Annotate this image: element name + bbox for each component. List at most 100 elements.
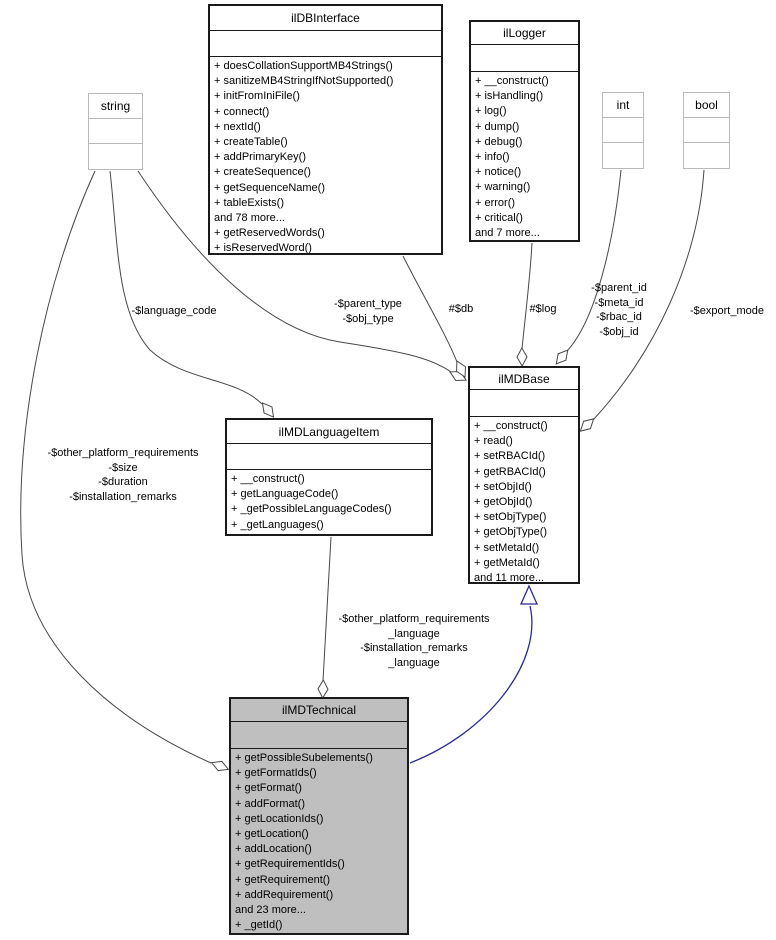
edge-inheritance-ilmdtechnical-ilmdbase [409, 605, 533, 764]
type-title: bool [684, 93, 729, 118]
method-label: + setMetaId() [474, 541, 540, 554]
type-node-int: int [602, 92, 644, 169]
method-label: + _getPossibleLanguageCodes() [231, 503, 392, 516]
class-node-illogger[interactable]: ilLogger + __construct() + isHandling() + … [469, 20, 580, 242]
class-method-list: + getPossibleSubelements() + getFormatIds… [231, 749, 407, 933]
edge-label-db: #$db [448, 303, 474, 315]
method-label: + connect() [214, 105, 270, 118]
method-label: + getRBACId() [474, 465, 546, 478]
method-label: and 11 more... [474, 572, 545, 582]
class-attributes-empty [470, 390, 578, 417]
method-label: + getRequirement() [235, 873, 331, 886]
method-label: + __construct() [231, 473, 305, 485]
method-label: + critical() [475, 211, 523, 224]
class-title: ilMDLanguageItem [227, 420, 431, 444]
method-label: + log() [475, 105, 507, 118]
edge-illogger-ilmdbase [521, 242, 533, 350]
class-title: ilLogger [471, 22, 578, 45]
type-cell-empty [603, 118, 643, 143]
method-label: + createTable() [214, 136, 288, 149]
method-label: + warning() [475, 181, 531, 194]
type-cell-empty [89, 119, 142, 144]
edge-label-language-fields: -$other_platform_requirements _language … [338, 613, 490, 669]
method-label: + getSequenceName() [214, 181, 325, 194]
class-title: ilDBInterface [210, 6, 441, 31]
edge-ilmdlanguageitem-ilmdtechnical [322, 536, 332, 682]
method-label: + __construct() [474, 420, 548, 432]
class-node-ildbinterface[interactable]: ilDBInterface + doesCollationSupportMB4S… [208, 4, 443, 255]
method-label: + isHandling() [475, 90, 544, 103]
edge-label-platform-reqs: -$other_platform_requirements -$size -$d… [47, 447, 199, 503]
method-label: + tableExists() [214, 196, 284, 209]
edge-ildbinterface-ilmdbase [402, 255, 458, 363]
method-label: + getLanguageCode() [231, 488, 339, 501]
method-label: + getLocation() [235, 828, 309, 841]
type-cell-empty [89, 144, 142, 169]
method-label: + sanitizeMB4StringIfNotSupported() [214, 75, 394, 88]
method-label: and 23 more... [235, 904, 306, 917]
class-title: ilMDTechnical [231, 699, 407, 722]
method-label: + debug() [475, 135, 523, 148]
method-label: + getObjId() [474, 496, 533, 509]
method-label: + getRequirementIds() [235, 858, 345, 871]
method-label: + getFormat() [235, 782, 302, 795]
class-method-list: + doesCollationSupportMB4Strings()+ sani… [210, 57, 441, 253]
type-node-bool: bool [683, 92, 730, 169]
method-label: + initFromIniFile() [214, 90, 300, 103]
class-attributes-empty [471, 45, 578, 72]
type-cell-empty [684, 118, 729, 143]
method-label: + setRBACId() [474, 450, 546, 463]
class-node-ilmdlanguageitem[interactable]: ilMDLanguageItem + __construct() + getLan… [225, 418, 433, 536]
method-label: + getReservedWords() [214, 227, 325, 240]
method-label: and 78 more... [214, 212, 285, 225]
type-title: string [89, 94, 142, 119]
aggregation-diamond-icon [555, 349, 569, 365]
class-method-list: + __construct() + getLanguageCode() + _get… [227, 470, 431, 534]
method-label: + getFormatIds() [235, 767, 317, 780]
edge-string-ilmdbase [137, 170, 452, 373]
method-label: + createSequence() [214, 166, 311, 179]
aggregation-diamond-icon [261, 402, 275, 418]
method-label: + getObjType() [474, 526, 548, 539]
method-label: + addFormat() [235, 797, 305, 810]
edge-int-ilmdbase [566, 169, 622, 352]
class-node-ilmdbase[interactable]: ilMDBase + __construct()+ read()+ setRBA… [468, 366, 580, 584]
class-method-list: + __construct()+ read()+ setRBACId()+ ge… [470, 417, 578, 582]
aggregation-diamond-icon [579, 418, 595, 432]
edge-label-log: #$log [529, 303, 557, 315]
aggregation-diamond-icon [456, 360, 466, 378]
method-label: + setObjId() [474, 480, 532, 493]
method-label: + __construct() [475, 75, 549, 87]
edge-string-ilmdlanguageitem [109, 170, 263, 405]
class-title: ilMDBase [470, 368, 578, 390]
edge-label-base-ids: -$parent_id -$meta_id -$rbac_id -$obj_id [591, 282, 647, 338]
class-attributes-empty [227, 444, 431, 470]
method-label: + addPrimaryKey() [214, 151, 307, 164]
aggregation-diamond-icon [516, 346, 528, 368]
edge-string-ilmdtechnical [20, 170, 212, 764]
class-node-ilmdtechnical-current[interactable]: ilMDTechnical + getPossibleSubelements()… [229, 697, 409, 935]
edge-label-parent-obj-type: -$parent_type -$obj_type [334, 298, 402, 325]
method-label: + nextId() [214, 120, 261, 133]
method-label: + dump() [475, 120, 520, 133]
type-cell-empty [684, 143, 729, 168]
method-label: + getPossibleSubelements() [235, 752, 373, 764]
edge-bool-ilmdbase [592, 169, 705, 421]
method-label: + isReservedWord() [214, 242, 312, 253]
class-attributes-empty [231, 722, 407, 749]
type-cell-empty [603, 143, 643, 168]
method-label: + _getId() [235, 919, 283, 932]
method-label: and 7 more... [475, 227, 540, 240]
method-label: + info() [475, 151, 510, 164]
type-node-string: string [88, 93, 143, 170]
aggregation-diamond-icon [317, 678, 329, 700]
type-title: int [603, 93, 643, 118]
method-label: + addRequirement() [235, 888, 334, 901]
method-label: + setObjType() [474, 511, 547, 524]
method-label: + _getLanguages() [231, 518, 324, 531]
method-label: + error() [475, 196, 516, 209]
edge-label-export-mode: -$export_mode [690, 305, 764, 317]
method-label: + addLocation() [235, 843, 312, 856]
method-label: + getMetaId() [474, 556, 540, 569]
